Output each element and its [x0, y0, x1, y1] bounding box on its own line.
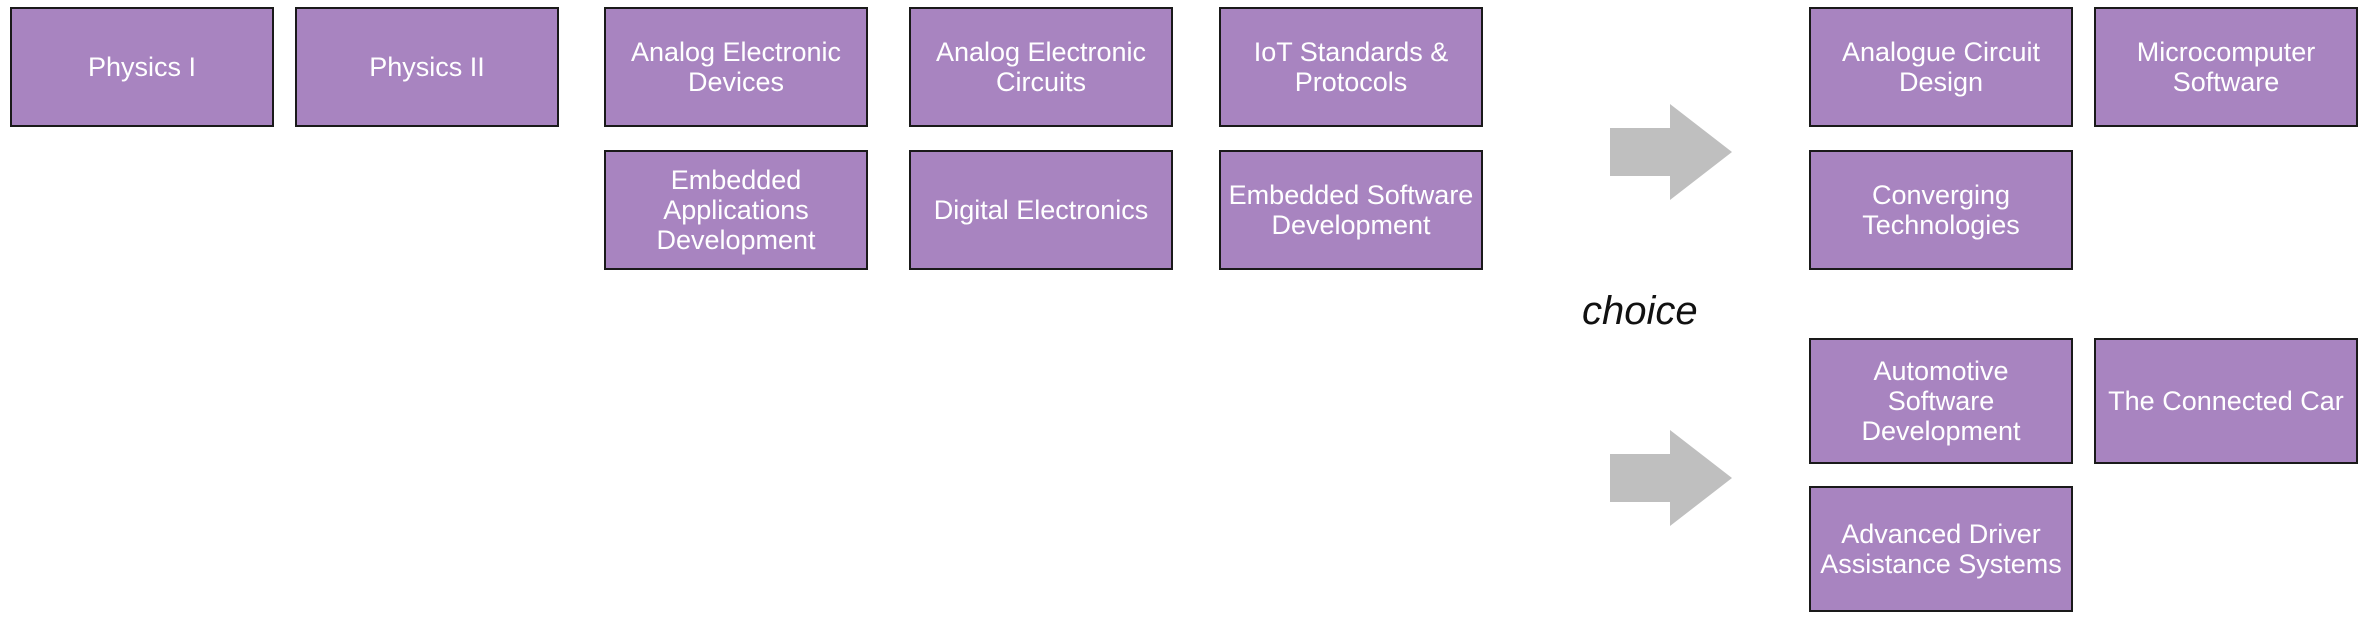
- course-label: Microcomputer Software: [2136, 37, 2316, 97]
- course-analog-electronic-circuits: Analog Electronic Circuits: [909, 7, 1173, 127]
- arrow-right-icon: [1610, 430, 1732, 526]
- course-label: IoT Standards & Protocols: [1253, 37, 1449, 97]
- course-label: Physics I: [87, 52, 197, 82]
- course-label: Automotive Software Development: [1861, 356, 2021, 446]
- option-microcomputer-software: Microcomputer Software: [2094, 7, 2358, 127]
- course-label: The Connected Car: [2108, 386, 2344, 416]
- course-label: Analogue Circuit Design: [1841, 37, 2041, 97]
- course-physics-2: Physics II: [295, 7, 559, 127]
- course-label: Analog Electronic Devices: [630, 37, 842, 97]
- course-label: Converging Technologies: [1862, 180, 2020, 240]
- option-analogue-circuit-design: Analogue Circuit Design: [1809, 7, 2073, 127]
- option-advanced-driver-assistance-systems: Advanced Driver Assistance Systems: [1809, 486, 2073, 612]
- course-iot-standards-protocols: IoT Standards & Protocols: [1219, 7, 1483, 127]
- option-the-connected-car: The Connected Car: [2094, 338, 2358, 464]
- course-digital-electronics: Digital Electronics: [909, 150, 1173, 270]
- course-label: Embedded Software Development: [1228, 180, 1474, 240]
- option-converging-technologies: Converging Technologies: [1809, 150, 2073, 270]
- course-label: Digital Electronics: [933, 195, 1149, 225]
- course-label: Advanced Driver Assistance Systems: [1820, 519, 2062, 579]
- choice-label: choice: [1582, 289, 1698, 333]
- course-label: Embedded Applications Development: [656, 165, 816, 255]
- course-label: Physics II: [369, 52, 485, 82]
- course-label: Analog Electronic Circuits: [935, 37, 1147, 97]
- arrow-right-icon: [1610, 104, 1732, 200]
- course-analog-electronic-devices: Analog Electronic Devices: [604, 7, 868, 127]
- course-embedded-software-development: Embedded Software Development: [1219, 150, 1483, 270]
- option-automotive-software-development: Automotive Software Development: [1809, 338, 2073, 464]
- course-embedded-applications-development: Embedded Applications Development: [604, 150, 868, 270]
- course-physics-1: Physics I: [10, 7, 274, 127]
